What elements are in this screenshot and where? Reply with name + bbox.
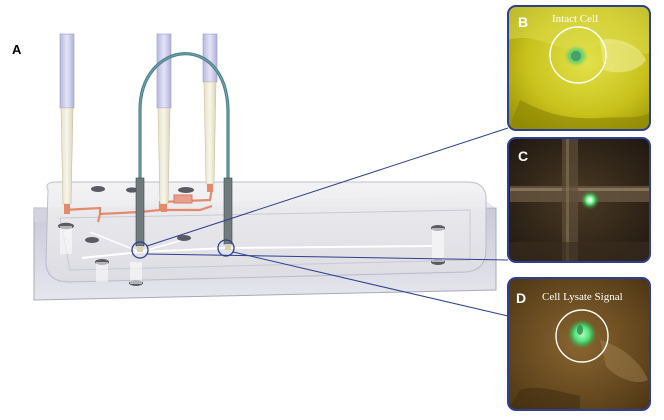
inset-b: B Intact Cell [507, 5, 651, 131]
inset-c-frame [507, 137, 651, 263]
inset-c: C [507, 137, 651, 263]
probe-center [156, 33, 172, 212]
port [91, 186, 105, 192]
zoom-connectors [146, 127, 509, 317]
port [178, 187, 194, 193]
zoom-circle-lysate [217, 239, 235, 257]
port [85, 237, 99, 243]
long-channel [81, 245, 433, 259]
microfluidic-chip [33, 181, 497, 301]
inset-d-caption: Cell Lysate Signal [542, 291, 623, 303]
inset-d-frame [507, 277, 651, 411]
orange-pad [173, 194, 193, 204]
port-wells [60, 226, 444, 284]
electrode-left [135, 177, 145, 252]
panel-c-label: C [518, 148, 528, 164]
zoom-circle-intact [131, 241, 149, 259]
chip-pdms-block [45, 181, 487, 283]
inset-b-frame [507, 5, 651, 131]
port [126, 187, 138, 193]
probe-right [202, 33, 218, 192]
electrode-right [223, 177, 233, 250]
panel-d-label: D [516, 290, 526, 306]
probe-left [59, 33, 75, 214]
inset-b-caption: Intact Cell [552, 13, 598, 25]
inset-d: D Cell Lysate Signal [507, 277, 651, 411]
panel-b-label: B [518, 14, 528, 30]
panel-a-label: A [12, 42, 22, 57]
port [177, 235, 191, 241]
